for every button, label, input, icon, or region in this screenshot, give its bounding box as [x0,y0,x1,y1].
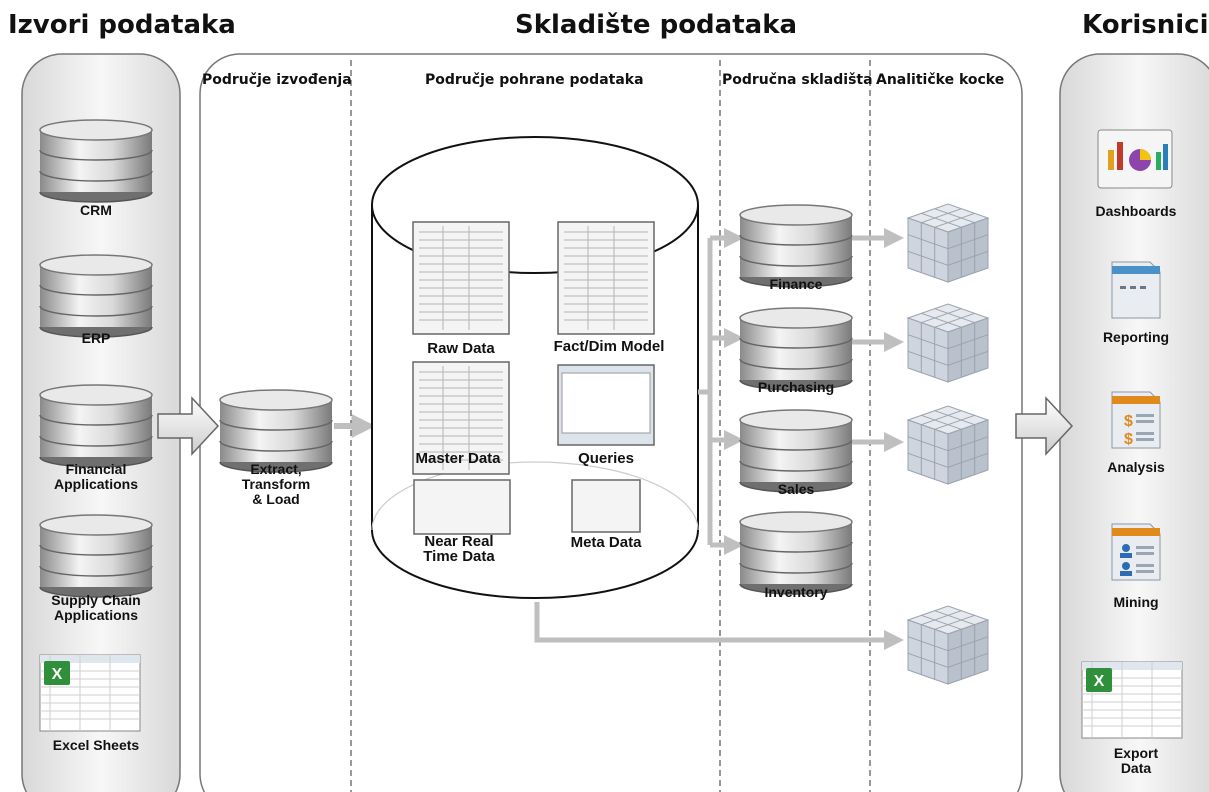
storage-zone-label: Područje pohrane podataka [425,72,644,88]
report-icon [1111,261,1161,319]
svg-text:$: $ [1124,413,1133,430]
svg-text:$: $ [1124,431,1133,448]
storage-to-cube-connector [534,602,904,650]
storage-label-master-data: Master Data [415,450,501,467]
purchasing-cube-icon [907,303,989,383]
marts-zone-label: Područna skladišta [722,72,873,88]
user-label-reporting: Reporting [1102,329,1170,345]
erp-database-icon [39,254,153,338]
mart-label-finance: Finance [769,276,823,292]
storage-label-raw-data: Raw Data [427,340,495,357]
mart-label-inventory: Inventory [764,584,828,600]
user-label-analysis: Analysis [1107,459,1165,475]
sources-heading: Izvori podataka [8,10,236,40]
storage-label-meta-data: Meta Data [570,534,642,551]
excel-spreadsheet-icon [39,654,141,732]
sources-to-etl-arrow [157,396,220,456]
finance-cube-icon [907,203,989,283]
finance-database-icon [739,204,853,288]
storage-label-fact-dim: Fact/Dim Model [553,338,665,355]
storage-label-queries: Queries [578,450,634,467]
user-label-mining: Mining [1113,594,1159,610]
financial-database-icon [39,384,153,468]
etl-database-icon [219,389,333,473]
raw-data-thumbnail [412,221,510,335]
storage-to-marts-connector [698,228,744,555]
staging-zone-label: Područje izvođenja [202,72,352,88]
mart-label-sales: Sales [777,481,815,497]
supply-chain-database-icon [39,514,153,598]
near-real-time-thumbnail [413,479,511,535]
storage-label-near-real-time: Near Real Time Data [423,533,495,565]
storage-cube-icon [907,605,989,685]
user-label-export: Export Data [1113,745,1159,776]
fact-dim-thumbnail [557,221,655,335]
export-spreadsheet-icon [1081,661,1183,739]
sales-database-icon [739,409,853,493]
etl-label: Extract, Transform & Load [241,461,311,507]
source-label-supply-chain: Supply Chain Applications [51,592,141,623]
source-label-financial: Financial Applications [53,461,139,492]
inventory-database-icon [739,511,853,595]
purchasing-database-icon [739,307,853,391]
warehouse-heading: Skladište podataka [515,10,798,40]
meta-data-thumbnail [571,479,641,533]
sales-cube-icon [907,405,989,485]
warehouse-to-users-arrow [1015,396,1074,456]
source-label-erp: ERP [81,330,111,346]
source-label-crm: CRM [80,202,112,218]
user-label-dashboards: Dashboards [1095,203,1177,219]
dashboard-icon [1097,129,1173,189]
cubes-zone-label: Analitičke kocke [876,72,1005,88]
mining-icon [1111,523,1161,581]
crm-database-icon [39,119,153,203]
mart-label-purchasing: Purchasing [757,379,835,395]
source-label-excel: Excel Sheets [52,737,140,753]
users-heading: Korisnici [1082,10,1209,40]
analysis-icon: $ $ [1111,391,1161,449]
